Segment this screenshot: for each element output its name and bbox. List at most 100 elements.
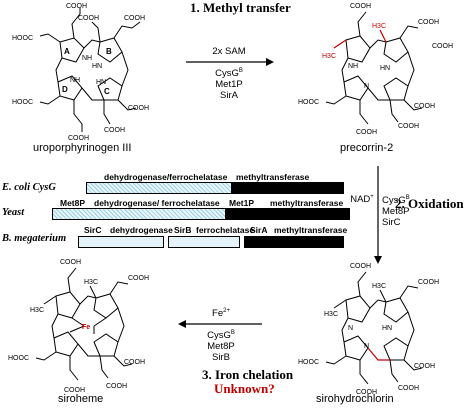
reaction2-cofactor: NAD+ [350, 192, 374, 205]
reaction2-enzymes: CysGB Met8P SirC [382, 193, 410, 229]
c4-fe: Fe [82, 324, 90, 331]
c4-cooh-3: COOH [64, 387, 85, 394]
c1-cooh-4: COOH [128, 105, 149, 112]
c1-hooc-2: HOOC [12, 99, 33, 106]
ecoli-label-dehydrogenase: dehydrogenase/ferrochelatase [104, 172, 228, 182]
reaction1-enzyme-1-sup: B [238, 68, 243, 74]
c2-cooh-5: COOH [398, 123, 419, 130]
step3-title: 3. Iron chelation [202, 367, 294, 382]
ecoli-bar-dehydrogenase [86, 182, 232, 194]
reaction3-cofactor-text: Fe [212, 308, 224, 320]
reaction1-reagent: 2x SAM [212, 46, 246, 57]
c1-nh-d: NH [70, 77, 80, 84]
reaction2-cofactor-text: NAD [350, 194, 371, 206]
reaction1-enzyme-2: Met1P [215, 79, 243, 91]
c3-h3c-2: H3C [372, 283, 386, 290]
ring-b-label: B [106, 47, 112, 56]
step3-unknown: Unknown? [214, 381, 275, 396]
c1-cooh-6: COOH [104, 127, 125, 134]
c1-cooh-2: COOH [124, 15, 145, 22]
bmeg-label-methyltransferase: methyltransferase [274, 225, 348, 235]
yeast-label-methyltransferase: methyltransferase [270, 198, 344, 208]
c2-cooh-4: COOH [356, 129, 377, 136]
c1-nh-a: NH [82, 55, 92, 62]
c4-hooc-1: HOOC [8, 355, 29, 362]
reaction2-enzyme-1: CysG [382, 195, 406, 207]
reaction2-cofactor-sup: + [370, 194, 374, 200]
c2-n-1: N [364, 83, 369, 90]
reaction3-cofactor-sup: 2+ [223, 308, 230, 314]
ecoli-label-methyltransferase: methyltransferase [236, 172, 310, 182]
reaction1-enzyme-3: SirA [220, 90, 238, 102]
compound-sirohydrochlorin: sirohydrochlorin [316, 393, 394, 405]
precorrin-2-structure: COOH COOH COOH HOOC COOH COOH COOH NH HN… [298, 3, 453, 136]
reaction3-arrow [178, 320, 262, 328]
c4-cooh-2: COOH [128, 275, 149, 282]
bmeg-bar-sirb [168, 236, 240, 248]
c3-h3c-1: H3C [324, 311, 338, 318]
c4-h3c-2: H3C [84, 279, 98, 286]
ecoli-bar-methyltransferase [232, 182, 344, 194]
c4-h3c-1: H3C [30, 307, 44, 314]
bmeg-label-sirb: SirB [174, 225, 192, 235]
c1-cooh-1: COOH [66, 3, 87, 10]
reaction1-enzymes: CysGB Met1P SirA [198, 66, 260, 101]
c2-cooh-1: COOH [350, 3, 371, 10]
step2-title: 2. Oxidation [395, 196, 464, 211]
ring-d-label: D [62, 85, 68, 94]
c4-cooh-5: COOH [124, 359, 145, 366]
c4-cooh-4: COOH [106, 383, 127, 390]
reaction2-enzyme-3: SirC [382, 217, 401, 229]
c3-hn-1: HN [382, 325, 392, 332]
reaction2-enzyme-1-sup: B [405, 195, 410, 201]
sirohydrochlorin-structure: COOH COOH HOOC COOH COOH COOH N HN N H3C… [298, 263, 439, 396]
c1-hooc-1: HOOC [12, 35, 33, 42]
c1-hn-c: HN [96, 79, 106, 86]
reaction3-enzyme-1-sup: B [230, 330, 235, 336]
compound-uroporphyrinogen: uroporphyrinogen III [33, 142, 132, 154]
reaction3-enzyme-1: CysG [207, 330, 231, 342]
bmeg-bar-sira [244, 236, 344, 248]
c3-hooc-1: HOOC [298, 359, 319, 366]
bmeg-bar-sirc [78, 236, 164, 248]
yeast-label-met8p: Met8P [60, 198, 86, 208]
c2-h3c-2: H3C [372, 23, 386, 30]
ring-c-label: C [104, 87, 110, 96]
yeast-bar-methyltransferase [226, 208, 350, 220]
c3-n-2: N [364, 343, 369, 350]
c2-nh-1: NH [348, 63, 358, 70]
c1-hn-b: HN [92, 63, 102, 70]
c2-h3c-1: H3C [322, 53, 336, 60]
reaction2-arrow [374, 166, 382, 264]
organism-bmegaterium: B. megaterium [2, 233, 67, 244]
reaction1-arrow [186, 58, 274, 66]
reaction3-enzymes: CysGB Met8P SirB [196, 328, 246, 363]
siroheme-structure: COOH COOH HOOC COOH COOH COOH H3C H3C Fe [8, 259, 149, 394]
bmeg-label-sira: SirA [250, 225, 268, 235]
c2-hn-1: HN [380, 65, 390, 72]
c2-cooh-3: COOH [432, 43, 453, 50]
reaction2-enzyme-2: Met8P [382, 206, 410, 218]
c1-cooh-5: COOH [68, 135, 89, 142]
c3-cooh-5: COOH [414, 363, 435, 370]
bmeg-label-sirc: SirC [84, 225, 102, 235]
bmeg-label-ferrochelatase: ferrochelatase [196, 225, 255, 235]
reaction3-enzyme-2: Met8P [207, 341, 235, 353]
yeast-label-dehydrogenase: dehydrogenase/ ferrochelatase [94, 198, 220, 208]
yeast-bar-dehydrogenase [52, 208, 226, 220]
c4-cooh-1: COOH [60, 259, 81, 266]
bmeg-label-dehydrogenase: dehydrogenase [110, 225, 173, 235]
c3-cooh-1: COOH [350, 263, 371, 270]
compound-siroheme: siroheme [58, 393, 104, 405]
reaction1-enzyme-1: CysG [215, 68, 239, 80]
reaction3-cofactor: Fe2+ [206, 306, 236, 319]
step1-title: 1. Methyl transfer [190, 0, 291, 15]
c3-n-1: N [348, 325, 353, 332]
organism-yeast: Yeast [2, 207, 25, 218]
compound-precorrin-2: precorrin-2 [340, 142, 394, 154]
ring-a-label: A [64, 47, 70, 56]
c2-cooh-2: COOH [418, 19, 439, 26]
uroporphyrinogen-structure: A B D C NH HN NH HN COOH COOH HOOC COOH … [12, 3, 149, 142]
c2-cooh-6: COOH [414, 103, 435, 110]
c3-cooh-2: COOH [418, 279, 439, 286]
